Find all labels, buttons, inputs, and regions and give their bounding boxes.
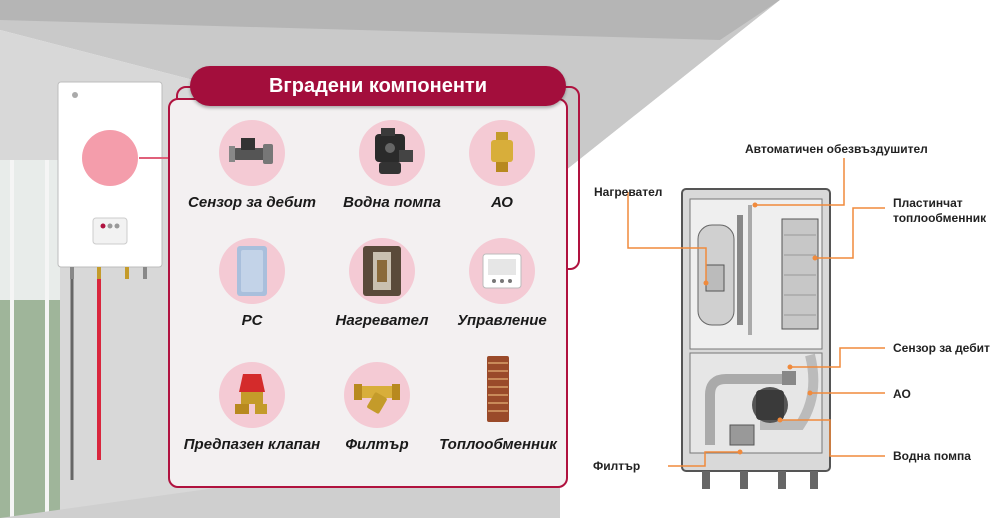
callout-plate-hx-line1: Пластинчат [893, 196, 963, 210]
callout-plate-hx-line2: топлообменник [893, 211, 987, 225]
heater-icon [349, 238, 415, 304]
callout-water-pump: Водна помпа [893, 449, 971, 463]
callout-heater: Нагревател [594, 185, 663, 199]
unit-cutaway-diagram [681, 188, 831, 489]
callout-auto-vent: Автоматичен обезвъздушител [745, 142, 928, 156]
component-filter: Филтър [307, 362, 447, 453]
component-flow-sensor: Сензор за дебит [182, 120, 322, 211]
water-pump-icon [359, 120, 425, 186]
component-heater: Нагревател [312, 238, 452, 329]
component-label: Нагревател [335, 312, 429, 329]
component-ao: АО [432, 120, 572, 211]
component-water-pump: Водна помпа [322, 120, 462, 211]
air-vent-icon [469, 120, 535, 186]
wall-unit-illustration [57, 81, 170, 480]
component-label: Филтър [345, 436, 409, 453]
filter-icon [344, 362, 410, 428]
callout-ao: АО [893, 387, 911, 401]
component-label: Сензор за дебит [188, 194, 316, 211]
callout-flow-sensor: Сензор за дебит [893, 341, 990, 355]
component-label: Управление [457, 312, 547, 329]
component-pc: PC [182, 238, 322, 329]
component-label: PC [241, 312, 263, 329]
component-heat-exchanger: Топлообменник [428, 352, 568, 453]
callout-filter: Филтър [593, 459, 641, 473]
component-label: Топлообменник [439, 436, 557, 453]
pcb-plate-icon [219, 238, 285, 304]
panel-title: Вградени компоненти [190, 66, 566, 106]
component-safety-valve: Предпазен клапан [182, 362, 322, 453]
heat-exchanger-icon [465, 352, 531, 422]
flow-sensor-icon [219, 120, 285, 186]
component-label: Предпазен клапан [183, 436, 321, 453]
component-label: Водна помпа [343, 194, 441, 211]
controller-icon [469, 238, 535, 304]
component-label: АО [491, 194, 513, 211]
component-controller: Управление [432, 238, 572, 329]
safety-valve-icon [219, 362, 285, 428]
